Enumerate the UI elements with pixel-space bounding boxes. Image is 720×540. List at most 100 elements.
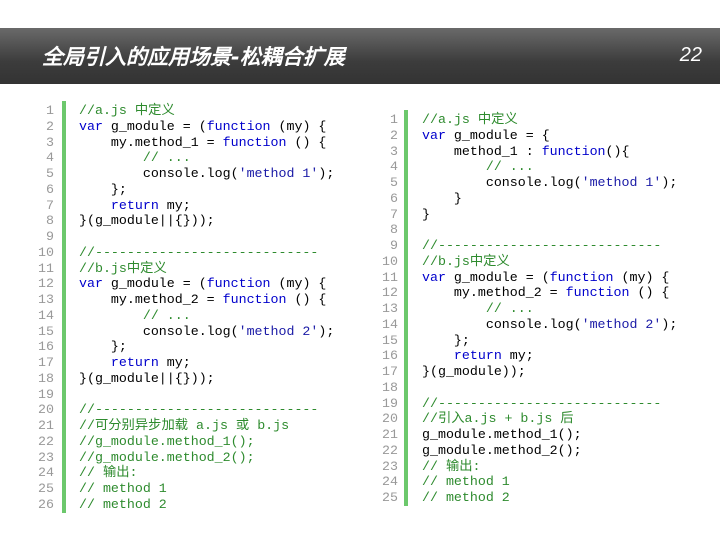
code-token: }(g_module)); [422,364,526,379]
code-token: // ... [422,159,534,175]
line-number: 18 [38,370,54,386]
code-token: }; [422,332,470,348]
line-number: 4 [390,159,398,175]
code-token: var [422,269,446,285]
code-text: //g_module.method_2(); [79,450,255,466]
code-token: } [422,190,462,206]
code-token: g_module = ( [102,276,207,292]
code-text: g_module.method_2(); [422,443,582,459]
line-number: 20 [382,411,398,427]
code-text: }; [422,333,470,349]
code-text: // ... [422,301,534,317]
code-token: 'method 1' [581,175,662,190]
line-number: 15 [38,323,54,339]
code-token: }(g_module||{})); [79,370,215,386]
code-token: }; [79,181,127,197]
code-text: //引入a.js + b.js 后 [422,411,574,427]
line-number: 15 [382,332,398,348]
code-token: (my) { [270,276,327,292]
code-token: // method 1 [79,481,167,496]
code-text: return my; [422,348,534,364]
code-text: var g_module = (function (my) { [79,276,326,292]
line-number: 14 [382,316,398,332]
slide-header: 全局引入的应用场景-松耦合扩展 22 [0,28,720,84]
line-number: 8 [46,213,54,229]
code-token: //b.js中定义 [79,260,167,276]
code-token: my; [158,197,191,213]
code-text: // ... [422,159,534,175]
line-number: 19 [38,386,54,402]
code-token: // 输出: [422,458,481,474]
line-number: 2 [46,118,54,134]
code-token: // ... [79,150,191,166]
code-token: // method 2 [79,496,167,512]
line-number: 23 [38,449,54,465]
code-token: g_module = ( [102,118,207,134]
code-text: // ... [79,150,191,166]
code-text: // 输出: [79,465,138,481]
code-token: var [79,118,103,134]
line-number: 25 [38,481,54,496]
code-token: //---------------------------- [79,244,319,260]
line-number: 17 [38,355,54,370]
code-token: //---------------------------- [79,402,319,418]
code-token: return [422,348,502,364]
code-token: () { [286,292,327,307]
line-number: 3 [390,143,398,159]
code-token: function [541,143,606,159]
code-token: var [79,276,103,292]
code-text: }(g_module)); [422,364,526,380]
line-number: 7 [390,206,398,222]
code-token: () { [629,285,670,301]
code-token: console.log( [422,175,582,190]
line-number: 2 [390,127,398,143]
code-text: // method 1 [79,481,167,497]
code-text: //b.js中定义 [79,261,167,277]
line-number: 16 [382,348,398,364]
line-number: 4 [46,150,54,166]
line-number: 25 [382,490,398,505]
line-number: 12 [38,276,54,292]
code-text: return my; [79,198,191,214]
code-token: //g_module.method_2(); [79,449,255,465]
code-token: function [206,276,271,292]
code-text: my.method_2 = function () { [422,285,669,301]
gutter-bar [62,101,66,513]
gutter-bar [404,110,408,506]
code-token: ); [661,175,678,190]
line-number: 13 [38,292,54,307]
code-text: //b.js中定义 [422,254,510,270]
line-number: 24 [382,474,398,490]
code-token: //b.js中定义 [422,253,510,269]
code-text: g_module.method_1(); [422,427,582,443]
code-text: } [422,207,430,223]
code-token: //可分别异步加载 a.js 或 b.js [79,418,290,433]
code-token: ); [318,166,335,181]
line-number: 16 [38,339,54,355]
code-text: method_1 : function(){ [422,144,630,160]
page-number: 22 [679,44,702,66]
code-token: 'method 2' [581,316,662,332]
code-token: }; [79,339,127,355]
line-number: 13 [382,301,398,316]
code-token: g_module.method_2(); [422,442,582,458]
code-token: }(g_module||{})); [79,213,215,229]
line-number: 10 [382,253,398,269]
code-token: return [79,355,159,370]
code-token: my.method_2 = [422,285,566,301]
code-text: var g_module = (function (my) { [422,270,669,286]
line-number: 1 [46,103,54,118]
code-text: // ... [79,308,191,324]
line-number: 14 [38,307,54,323]
line-number: 5 [46,166,54,181]
line-number: 24 [38,465,54,481]
code-token: function [206,118,271,134]
code-token: function [222,134,287,150]
line-number: 22 [38,433,54,449]
code-text: // method 1 [422,474,510,490]
code-token: 'method 2' [238,323,319,339]
code-token: return [79,197,159,213]
code-token: // method 1 [422,474,510,490]
code-token: 'method 1' [238,166,319,181]
code-text: //g_module.method_1(); [79,434,255,450]
